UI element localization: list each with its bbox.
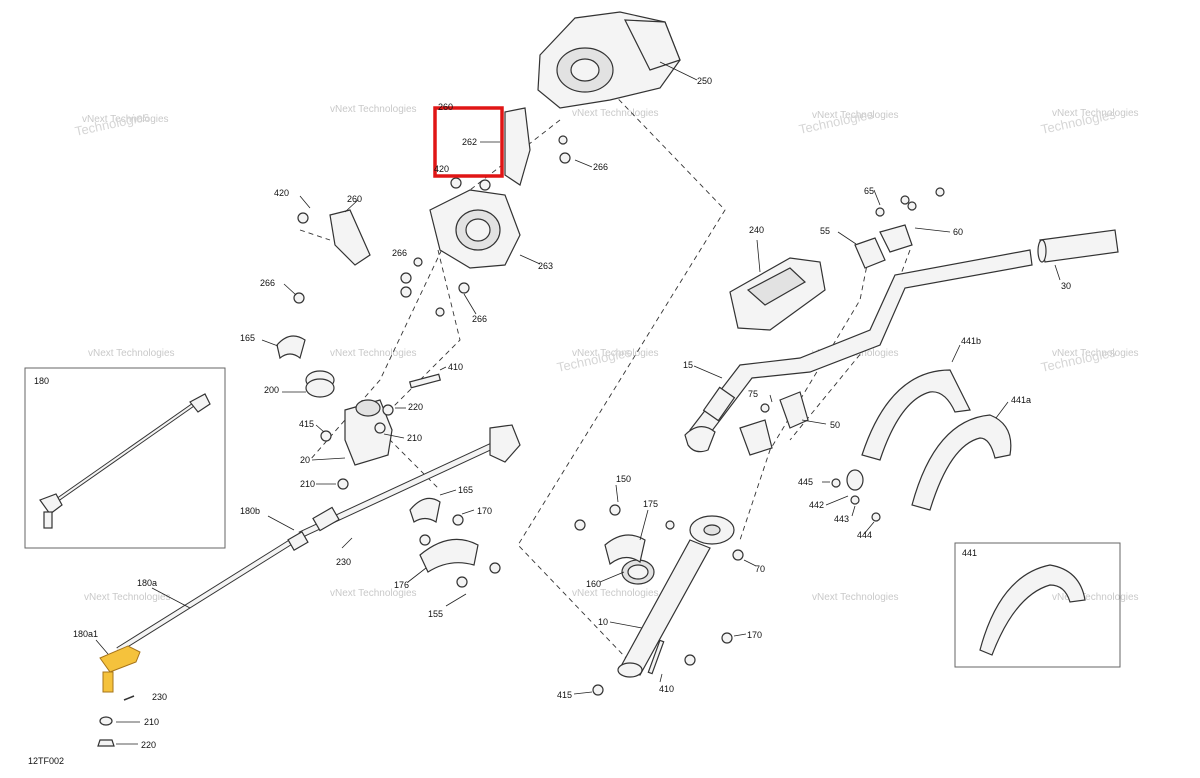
watermark: vNext Technologies [572, 348, 659, 359]
callout-15: 15 [683, 360, 693, 370]
callout-444: 444 [857, 530, 872, 540]
watermark: vNext Technologies [572, 108, 659, 119]
callout-55: 55 [820, 226, 830, 236]
callout-441b: 441b [961, 336, 981, 346]
steering-support-parts [261, 335, 447, 490]
callout-165: 165 [240, 333, 255, 343]
figure-id: 12TF002 [28, 756, 64, 766]
callout-415: 415 [557, 690, 572, 700]
callout-170: 170 [747, 630, 762, 640]
watermark: vNext Technologies [88, 348, 175, 359]
callout-20: 20 [300, 455, 310, 465]
callout-150: 150 [616, 474, 631, 484]
watermark: vNext Technologies [330, 348, 417, 359]
part-callout-labels: 250 260 262 420 266 420 260 266 266 263 … [28, 76, 1071, 766]
watermark: vNext Technologies [812, 110, 899, 121]
callout-210: 210 [144, 717, 159, 727]
callout-180: 180 [34, 376, 49, 386]
callout-180a: 180a [137, 578, 157, 588]
watermarks: vNext Technologies Technologies vNext Te… [74, 104, 1139, 603]
inset-guard-441 [954, 542, 1121, 668]
callout-262: 262 [462, 137, 477, 147]
callout-410: 410 [659, 684, 674, 694]
callout-200: 200 [264, 385, 279, 395]
callout-230: 230 [152, 692, 167, 702]
callout-10: 10 [598, 617, 608, 627]
callout-250: 250 [697, 76, 712, 86]
callout-420: 420 [274, 188, 289, 198]
watermark: vNext Technologies [82, 114, 169, 125]
callout-263: 263 [538, 261, 553, 271]
watermark: vNext Technologies [330, 588, 417, 599]
watermark: vNext Technologies [1052, 108, 1139, 119]
callout-420: 420 [434, 164, 449, 174]
callout-165: 165 [458, 485, 473, 495]
watermark: vNext Technologies [84, 592, 171, 603]
callout-266: 266 [472, 314, 487, 324]
power-steering-motor [537, 11, 698, 109]
watermark: vNext Technologies [330, 104, 417, 115]
callout-170: 170 [477, 506, 492, 516]
lower-clamp-parts [341, 489, 501, 607]
callout-75: 75 [748, 389, 758, 399]
callout-220: 220 [141, 740, 156, 750]
callout-30: 30 [1061, 281, 1071, 291]
callout-266: 266 [392, 248, 407, 258]
callout-266: 266 [260, 278, 275, 288]
handlebar-clamps [739, 187, 951, 456]
watermark: vNext Technologies [812, 592, 899, 603]
callout-176: 176 [394, 580, 409, 590]
handlebar-pad [729, 239, 826, 331]
callout-210: 210 [407, 433, 422, 443]
callout-60: 60 [953, 227, 963, 237]
callout-441: 441 [962, 548, 977, 558]
callout-260: 260 [438, 102, 453, 112]
watermark: vNext Technologies [1052, 348, 1139, 359]
watermark: Technologies [74, 108, 152, 139]
callout-415: 415 [299, 419, 314, 429]
callout-70: 70 [755, 564, 765, 574]
callout-260: 260 [347, 194, 362, 204]
callout-65: 65 [864, 186, 874, 196]
callout-240: 240 [749, 225, 764, 235]
hand-guards [822, 344, 1012, 535]
callout-160: 160 [586, 579, 601, 589]
callout-210: 210 [300, 479, 315, 489]
callout-180a1: 180a1 [73, 629, 98, 639]
callout-442: 442 [809, 500, 824, 510]
callout-441a: 441a [1011, 395, 1031, 405]
callout-220: 220 [408, 402, 423, 412]
callout-50: 50 [830, 420, 840, 430]
inset-tie-rod-180 [24, 367, 226, 549]
tie-rod-assembly [95, 424, 521, 747]
callout-410: 410 [448, 362, 463, 372]
callout-266: 266 [593, 162, 608, 172]
callout-445: 445 [798, 477, 813, 487]
watermark: vNext Technologies [572, 588, 659, 599]
highlight-box [433, 106, 504, 178]
bracket-assembly [283, 107, 593, 317]
callout-443: 443 [834, 514, 849, 524]
callout-155: 155 [428, 609, 443, 619]
steering-column-shaft [573, 484, 757, 696]
callout-175: 175 [643, 499, 658, 509]
callout-230: 230 [336, 557, 351, 567]
callout-180b: 180b [240, 506, 260, 516]
handlebar-assembly [684, 229, 1119, 453]
watermark: vNext Technologies [1052, 592, 1139, 603]
